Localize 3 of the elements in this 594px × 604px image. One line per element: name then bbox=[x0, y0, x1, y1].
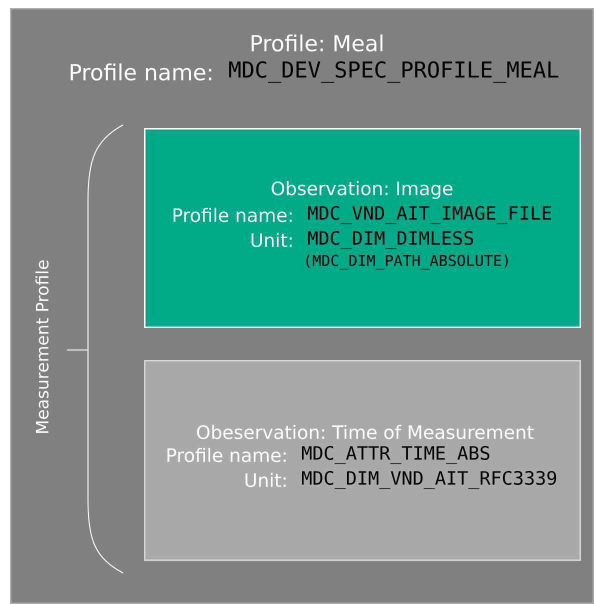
brace-label: Measurement Profile bbox=[35, 260, 49, 433]
observation-box: Observation: Image Profile name: MDC_VND_AIT_IMAGE_FILE Unit: MDC_DIM_DIMLESS (MDC_DIM_PATH_ABSOLUTE) bbox=[144, 128, 581, 328]
observation-box: Obeservation: Time of Measurement Profile name: MDC_ATTR_TIME_ABS Unit: MDC_DIM_VND_AIT_RFC3339 bbox=[144, 360, 581, 561]
